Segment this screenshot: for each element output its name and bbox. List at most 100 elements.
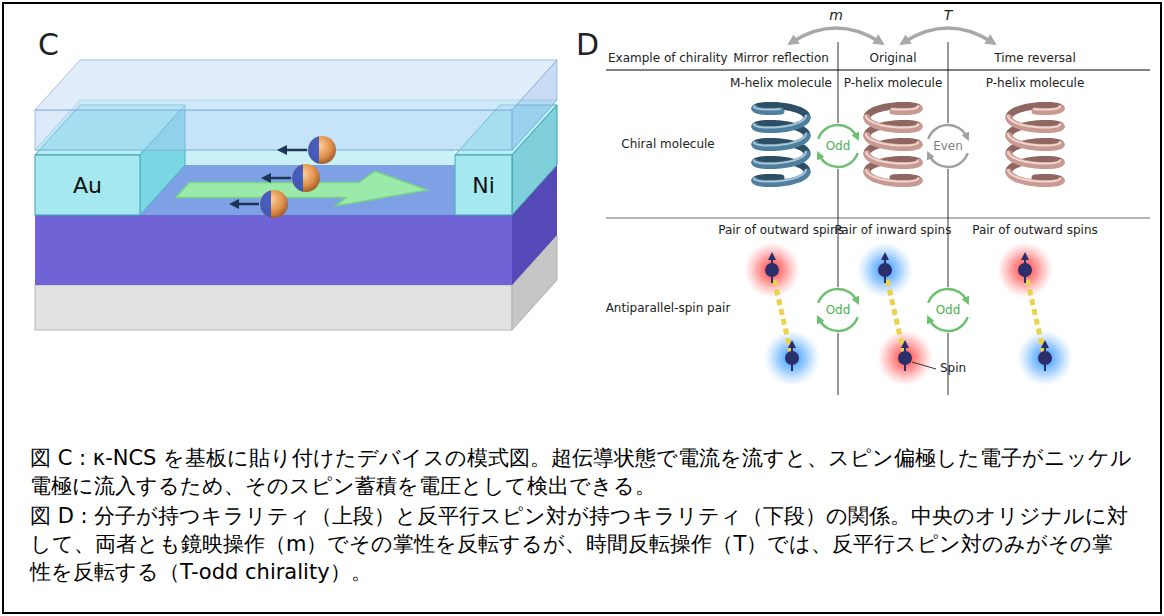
pictures: [234, 105, 1073, 386]
leader-line: [912, 362, 936, 369]
electron: [282, 136, 336, 164]
cell-title-box: M-helix molecule: [730, 77, 832, 91]
outer-border: [3, 3, 1161, 613]
spin-sphere: [1018, 263, 1032, 277]
column-header-box: Original: [870, 52, 917, 66]
helix-highlight: [866, 170, 918, 182]
spin-bond: [772, 270, 792, 358]
cover-front: [35, 110, 512, 150]
cell-title-box: Pair of inward spins: [835, 224, 952, 238]
cell-title: P-helix molecule: [986, 76, 1085, 90]
spin-glow: [857, 242, 913, 298]
spin-bond: [1025, 270, 1045, 358]
helix-molecule: [1008, 105, 1061, 183]
spin-cap: [292, 164, 303, 191]
au-electrode-front: [35, 155, 140, 215]
cover-top: [35, 60, 557, 110]
electrode-label: Au: [73, 173, 102, 198]
spin-direction-arrow: [266, 177, 291, 180]
spin-pair: [997, 242, 1073, 386]
spin-glow: [997, 242, 1053, 298]
table-column-rule: [948, 42, 949, 395]
column-header-box: Time reversal: [994, 52, 1076, 66]
mirror-operation-arrow: [792, 28, 880, 42]
circular-arc: [929, 153, 968, 167]
spin-sphere: [898, 351, 912, 365]
circular-arc: [818, 289, 857, 303]
electron: [234, 190, 288, 218]
circular-arc: [819, 317, 858, 331]
helix-back: [755, 105, 807, 117]
spin-sphere: [785, 351, 799, 365]
row-header: Antiparallel-spin pair: [606, 301, 731, 315]
operation-circle: Even: [923, 121, 973, 171]
row-header: Chiral molecule: [621, 137, 714, 151]
helix-back: [867, 105, 919, 117]
column-header: Original: [870, 51, 917, 65]
electron-sphere: [292, 164, 320, 192]
crystal-layer-front: [140, 150, 455, 215]
electrode-box: Ni: [455, 155, 512, 215]
circular-arc: [928, 289, 967, 303]
helix-highlight: [866, 116, 918, 128]
spin-sphere: [765, 263, 779, 277]
circular-arc: [818, 125, 857, 139]
helix-highlight: [1034, 106, 1060, 109]
cell-title: M-helix molecule: [730, 76, 832, 90]
operation-parity: Odd: [826, 303, 851, 317]
helix-molecule: [866, 105, 919, 183]
cell-title-box: Pair of outward spins: [972, 224, 1098, 238]
spin-bond: [885, 270, 905, 358]
caption-box: 図 C : κ-NCS を基板に貼り付けたデバイスの模式図。超伝導状態で電流を流…: [30, 444, 1134, 500]
panel-letter-box: C: [38, 28, 59, 63]
circle-ground: [925, 287, 971, 333]
column-header-box: Example of chirality: [608, 52, 728, 66]
circular-arc: [929, 317, 968, 331]
substrate-front: [35, 285, 512, 330]
ni-electrode-front: [455, 155, 512, 215]
panel-letter: D: [576, 27, 599, 62]
spin-sphere: [1038, 351, 1052, 365]
callout-label-box: Spin: [940, 362, 966, 376]
helix-highlight: [892, 106, 918, 109]
table-header-rule: [606, 70, 1150, 71]
circular-arc: [928, 125, 967, 139]
helix-highlight: [754, 152, 806, 164]
helix-highlight: [1008, 116, 1060, 128]
spin-glow: [744, 242, 800, 298]
cell-title-box: P-helix molecule: [986, 77, 1085, 91]
row-header-box: Antiparallel-spin pair: [606, 302, 731, 316]
helix-highlight: [1008, 134, 1060, 146]
helix-highlight: [866, 134, 918, 146]
operation-parity: Odd: [826, 139, 851, 153]
helix-highlight: [754, 106, 780, 109]
operation-circle: Odd: [923, 285, 973, 335]
row-header-box: Chiral molecule: [621, 138, 714, 152]
spin-glow: [877, 330, 933, 386]
cell-title: Pair of outward spins: [972, 223, 1098, 237]
time-reversal-arrow: [904, 28, 992, 42]
column-header: Mirror reflection: [733, 51, 829, 65]
panel-letter: C: [38, 27, 59, 62]
column-header-box: Mirror reflection: [733, 52, 829, 66]
cell-title: P-helix molecule: [844, 76, 943, 90]
column-header: Time reversal: [994, 51, 1076, 65]
caption-text: 図 D : 分子が持つキラリティ（上段）と反平行スピン対が持つキラリティ（下段）…: [30, 504, 1128, 584]
helix-highlight: [866, 152, 918, 164]
spin-pair: [744, 242, 820, 386]
spin-sphere: [878, 263, 892, 277]
caption-text: 図 C : κ-NCS を基板に貼り付けたデバイスの模式図。超伝導状態で電流を流…: [30, 446, 1132, 498]
helix-highlight: [754, 134, 806, 146]
spin-direction-arrow: [282, 149, 307, 152]
helix-highlight: [1008, 152, 1060, 164]
column-header: Example of chirality: [608, 51, 728, 65]
panel-letter-box: D: [576, 28, 599, 63]
operation-symbol: T: [944, 7, 953, 23]
spin-glow: [764, 330, 820, 386]
helix-highlight: [754, 170, 806, 182]
spin-cap: [260, 190, 271, 217]
spin-cap: [308, 136, 319, 163]
caption-text-box: 図 D : 分子が持つキラリティ（上段）と反平行スピン対が持つキラリティ（下段）…: [30, 502, 1134, 586]
electron: [266, 164, 320, 192]
